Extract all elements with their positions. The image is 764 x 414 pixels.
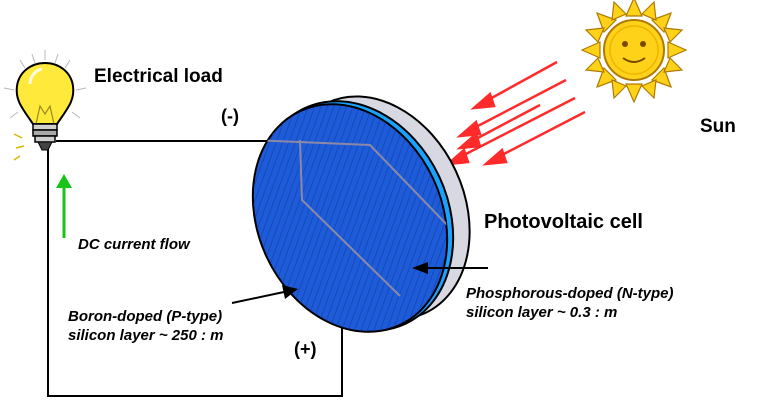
sun-rays (444, 60, 586, 166)
electrical-load-label: Electrical load (94, 66, 223, 87)
n-layer-label-line1: Phosphorous-doped (N-type) (466, 285, 674, 302)
current-flow-arrow (56, 174, 72, 238)
photovoltaic-cell-label: Photovoltaic cell (484, 211, 643, 233)
sun-icon (580, 0, 688, 104)
light-bulb-icon (3, 50, 87, 161)
dc-current-flow-label: DC current flow (78, 236, 190, 253)
negative-terminal-label: (-) (221, 106, 239, 126)
n-layer-pointer (412, 262, 488, 274)
p-layer-label-line1: Boron-doped (P-type) (68, 308, 223, 325)
sun-label: Sun (700, 116, 736, 137)
p-layer-label-line2: silicon layer ~ 250 : m (68, 327, 224, 344)
n-layer-label-line2: silicon layer ~ 0.3 : m (466, 304, 618, 321)
photovoltaic-cell-graphic (251, 95, 471, 333)
p-layer-pointer (231, 285, 298, 304)
positive-terminal-label: (+) (294, 339, 317, 359)
circuit-wire (47, 140, 343, 397)
